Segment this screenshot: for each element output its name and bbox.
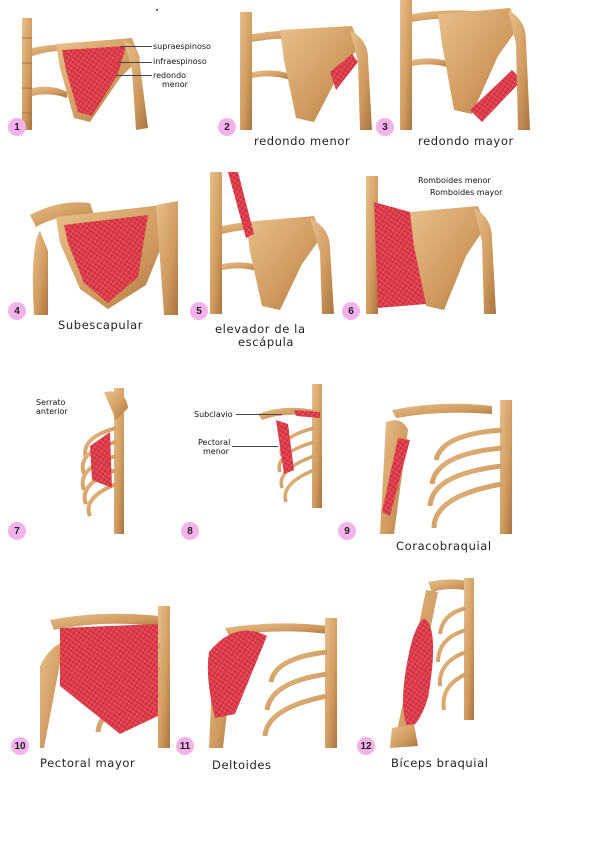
panel-12-image <box>388 578 476 748</box>
panel-4-badge: 4 <box>8 302 26 320</box>
label-romboides-menor: Romboides menor <box>418 176 491 185</box>
panel-11-badge: 11 <box>176 737 194 755</box>
panel-3-badge: 3 <box>376 118 394 136</box>
label-supraespinoso: supraespinoso <box>153 42 211 51</box>
panel-11-image <box>205 618 337 748</box>
label-pectoral-menor: menor <box>203 447 229 456</box>
panel-5-badge: 5 <box>190 302 208 320</box>
panel-1-badge: 1 <box>8 118 26 136</box>
stray-dot <box>156 9 158 11</box>
panel-2-badge: 2 <box>218 118 236 136</box>
panel-6-badge: 6 <box>342 302 360 320</box>
panel-8-image <box>254 384 324 508</box>
panel-5-image <box>210 172 334 314</box>
label-pectoral: Pectoral <box>198 438 231 447</box>
panel-7-image <box>76 388 132 534</box>
panel-8-badge: 8 <box>181 522 199 540</box>
panel-10-badge: 10 <box>11 737 29 755</box>
panel-10-image <box>40 606 170 748</box>
caption-escapula: escápula <box>238 335 295 349</box>
panel-3-image <box>400 0 530 130</box>
caption-deltoides: Deltoides <box>212 758 272 772</box>
label-menor: menor <box>162 80 188 89</box>
label-subclavio: Subclavio <box>194 410 233 419</box>
panel-2-image <box>240 12 372 130</box>
caption-redondo-mayor: redondo mayor <box>418 134 514 148</box>
label-infraespinoso: infraespinoso <box>153 57 207 66</box>
label-redondo: redondo <box>153 71 187 80</box>
caption-pectoral-mayor: Pectoral mayor <box>40 756 136 770</box>
panel-1-line-2 <box>118 62 152 63</box>
panel-9-image <box>372 400 514 534</box>
panel-12-badge: 12 <box>357 737 375 755</box>
panel-4-image <box>30 185 178 315</box>
caption-biceps-braquial: Bíceps braquial <box>391 756 489 770</box>
caption-subescapular: Subescapular <box>58 318 144 332</box>
panel-8-line-2 <box>232 446 278 447</box>
panel-7-badge: 7 <box>8 522 26 540</box>
panel-1-line-3 <box>116 75 152 76</box>
caption-coracobraquial: Coracobraquial <box>396 539 492 553</box>
panel-9-badge: 9 <box>338 522 356 540</box>
panel-1-image <box>22 18 150 130</box>
panel-8-line-1 <box>236 414 282 415</box>
caption-elevador: elevador de la <box>215 322 306 336</box>
panel-1-line-1 <box>120 46 152 47</box>
caption-redondo-menor: redondo menor <box>254 134 351 148</box>
panel-6-image <box>366 176 496 314</box>
label-anterior: anterior <box>36 407 68 416</box>
label-romboides-mayor: Romboides mayor <box>430 188 503 197</box>
label-serrato: Serrato <box>36 398 66 407</box>
